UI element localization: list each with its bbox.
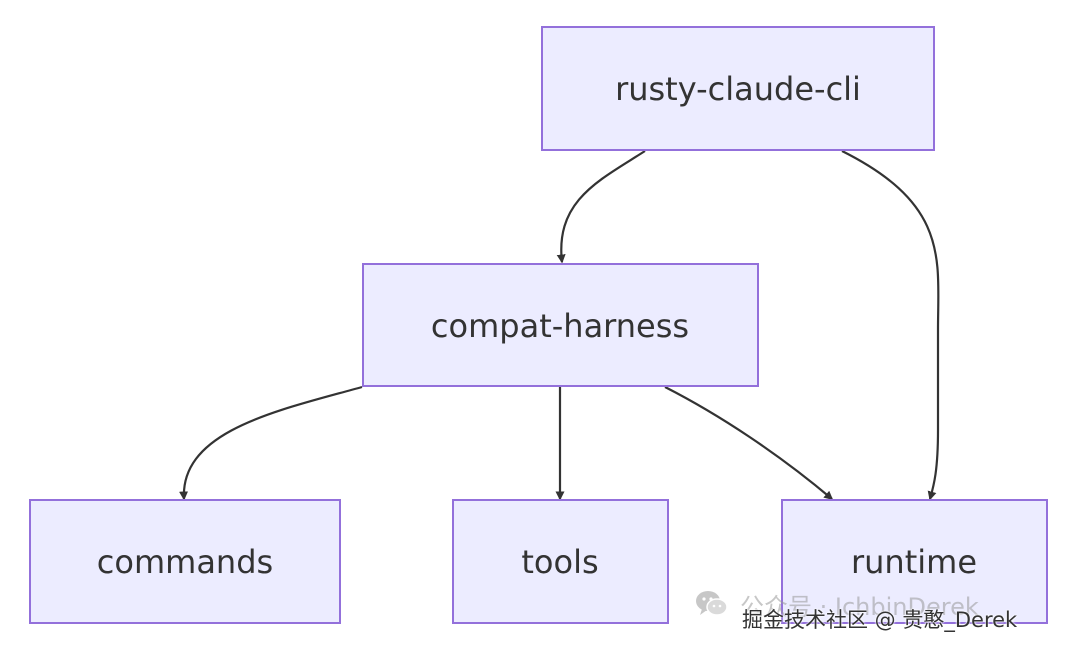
edge-cli-to-runtime: [841, 150, 940, 501]
edge-harness-to-commands: [179, 385, 363, 501]
node-runtime: runtime: [781, 499, 1048, 624]
edge-harness-to-runtime: [664, 386, 834, 500]
node-label-commands: commands: [97, 543, 273, 581]
node-commands: commands: [29, 499, 341, 624]
node-label-cli: rusty-claude-cli: [615, 70, 861, 108]
watermark-account-text: 公众号 · IchbinDerek: [740, 592, 979, 621]
watermark-account: 公众号 · IchbinDerek: [694, 586, 979, 622]
node-label-tools: tools: [521, 543, 598, 581]
edge-cli-to-harness: [556, 150, 646, 264]
node-label-runtime: runtime: [851, 543, 977, 581]
wechat-icon: [696, 591, 728, 616]
watermark-site-text: 掘金技术社区 @ 贵憨_Derek: [742, 608, 1018, 632]
node-rusty-claude-cli: rusty-claude-cli: [541, 26, 935, 151]
node-label-harness: compat-harness: [431, 307, 689, 345]
watermark-site: 掘金技术社区 @ 贵憨_Derek: [742, 604, 1017, 634]
node-tools: tools: [452, 499, 669, 624]
node-compat-harness: compat-harness: [362, 263, 759, 387]
